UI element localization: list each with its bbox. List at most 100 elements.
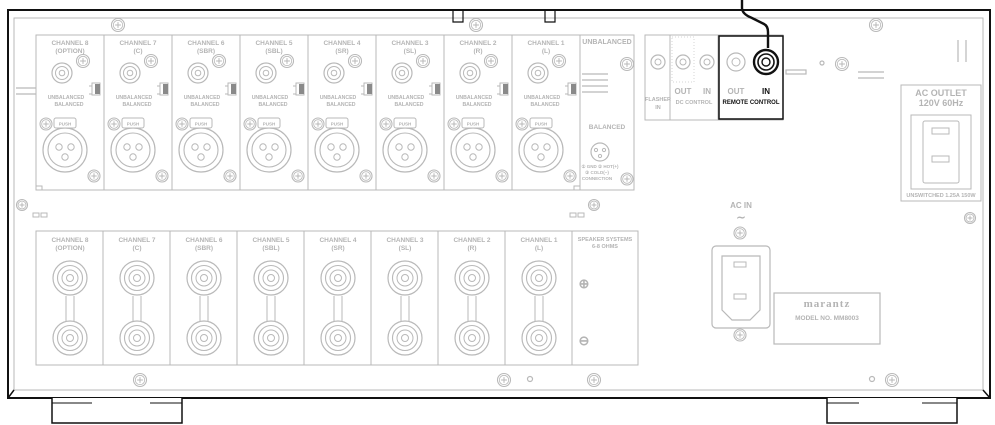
- balanced-unbalanced-switch[interactable]: [431, 82, 441, 96]
- speaker-channel-sub: (C): [132, 245, 141, 252]
- model-plate: marantz MODEL NO. MM8003: [773, 292, 881, 345]
- xlr-preout-jack[interactable]: [246, 127, 292, 173]
- screw-icon: [155, 169, 169, 183]
- push-label: PUSH: [127, 122, 140, 127]
- switch-label-balanced: BALANCED: [190, 102, 219, 108]
- balanced-unbalanced-switch[interactable]: [159, 82, 169, 96]
- balanced-unbalanced-switch[interactable]: [499, 82, 509, 96]
- screw-icon: [868, 17, 884, 33]
- speaker-terminal-minus[interactable]: [186, 320, 222, 356]
- speaker-channel: CHANNEL 1(L): [504, 230, 573, 366]
- speaker-terminal-plus[interactable]: [320, 260, 356, 296]
- xlr-preout-jack[interactable]: [518, 127, 564, 173]
- preout-channel-sub: (C): [133, 48, 142, 55]
- screw-icon: [483, 53, 499, 69]
- speaker-channel-sub: (SBL): [262, 245, 279, 252]
- rca-preout-jack[interactable]: [527, 62, 549, 84]
- speaker-terminal-minus[interactable]: [119, 320, 155, 356]
- speaker-terminal-minus[interactable]: [320, 320, 356, 356]
- chassis: [7, 9, 991, 399]
- switch-label-balanced: BALANCED: [462, 102, 491, 108]
- screw-icon: [132, 372, 148, 388]
- speaker-terminal-plus[interactable]: [119, 260, 155, 296]
- xlr-preout-jack[interactable]: [178, 127, 224, 173]
- preout-channel-sub: (SBR): [197, 48, 215, 55]
- preout-channel-sub: (OPTION): [55, 48, 84, 55]
- remote-control-in-jack[interactable]: [752, 48, 780, 76]
- speaker-channel-label: CHANNEL 6: [185, 237, 222, 244]
- speaker-channel-sub: (R): [467, 245, 476, 252]
- preout-channel-label: CHANNEL 7: [119, 40, 156, 47]
- preout-section: UNBALANCED BALANCED ① GND ② HOT(+) ③ COL…: [16, 34, 635, 218]
- speaker-terminal-minus[interactable]: [52, 320, 88, 356]
- speaker-channel: CHANNEL 7(C): [102, 230, 171, 366]
- speaker-impedance-label: 6-8 OHMS: [592, 244, 618, 250]
- speaker-channel-sub: (OPTION): [55, 245, 84, 252]
- speaker-channel-label: CHANNEL 8: [51, 237, 88, 244]
- preout-channel-label: CHANNEL 5: [255, 40, 292, 47]
- speaker-terminal-plus[interactable]: [387, 260, 423, 296]
- xlr-preout-jack[interactable]: [42, 127, 88, 173]
- preout-channel-sub: (L): [542, 48, 550, 55]
- speaker-channel-sub: (L): [535, 245, 543, 252]
- screw-icon: [243, 117, 257, 131]
- speaker-terminal-plus[interactable]: [186, 260, 222, 296]
- screw-icon: [107, 117, 121, 131]
- balanced-unbalanced-switch[interactable]: [91, 82, 101, 96]
- speaker-terminal-plus[interactable]: [253, 260, 289, 296]
- rca-preout-jack[interactable]: [323, 62, 345, 84]
- balanced-unbalanced-switch[interactable]: [295, 82, 305, 96]
- speaker-terminal-minus[interactable]: [521, 320, 557, 356]
- speaker-channel-label: CHANNEL 7: [118, 237, 155, 244]
- speaker-systems-label: SPEAKER SYSTEMS: [578, 237, 633, 243]
- ac-outlet-rating: UNSWITCHED 1.25A 150W: [906, 193, 976, 199]
- xlr-pin-diagram: [590, 142, 610, 162]
- speaker-terminal-minus[interactable]: [253, 320, 289, 356]
- remote-control-out-jack[interactable]: [726, 52, 746, 72]
- xlr-preout-jack[interactable]: [450, 127, 496, 173]
- balanced-unbalanced-switch[interactable]: [363, 82, 373, 96]
- remote-cable: [740, 0, 770, 48]
- rca-preout-jack[interactable]: [119, 62, 141, 84]
- dc-control-in-jack[interactable]: [699, 54, 715, 70]
- speaker-terminal-plus[interactable]: [52, 260, 88, 296]
- rca-preout-jack[interactable]: [459, 62, 481, 84]
- speaker-terminal-plus[interactable]: [454, 260, 490, 296]
- rc-in-label: IN: [762, 87, 770, 96]
- xlr-preout-jack[interactable]: [110, 127, 156, 173]
- balanced-unbalanced-switch[interactable]: [567, 82, 577, 96]
- speaker-terminal-minus[interactable]: [454, 320, 490, 356]
- rca-preout-jack[interactable]: [187, 62, 209, 84]
- speaker-terminal-minus[interactable]: [387, 320, 423, 356]
- screw-icon: [468, 17, 484, 33]
- switch-label-unbalanced: UNBALANCED: [116, 95, 153, 101]
- balanced-unbalanced-switch[interactable]: [227, 82, 237, 96]
- screw-icon: [563, 169, 577, 183]
- speaker-terminal-plus[interactable]: [521, 260, 557, 296]
- switch-label-balanced: BALANCED: [258, 102, 287, 108]
- rca-preout-jack[interactable]: [51, 62, 73, 84]
- xlr-preout-jack[interactable]: [382, 127, 428, 173]
- dc-in-label: IN: [703, 87, 711, 96]
- switch-label-unbalanced: UNBALANCED: [48, 95, 85, 101]
- preout-channel-label: CHANNEL 2: [459, 40, 496, 47]
- xlr-preout-jack[interactable]: [314, 127, 360, 173]
- dc-control-out-jack[interactable]: [675, 54, 691, 70]
- flasher-in-jack[interactable]: [650, 54, 666, 70]
- speaker-channel-label: CHANNEL 3: [386, 237, 423, 244]
- push-label: PUSH: [535, 122, 548, 127]
- ac-outlet-title: AC OUTLET: [915, 88, 967, 98]
- rca-preout-jack[interactable]: [391, 62, 413, 84]
- screw-icon: [586, 372, 602, 388]
- preout-channel-sub: (SR): [335, 48, 348, 55]
- vent-lines-left: [16, 87, 36, 95]
- speaker-channel: CHANNEL 2(R): [437, 230, 506, 366]
- screw-icon: [379, 117, 393, 131]
- rca-preout-jack[interactable]: [255, 62, 277, 84]
- push-label: PUSH: [399, 122, 412, 127]
- screw-icon: [75, 53, 91, 69]
- misc-marks: [526, 40, 967, 383]
